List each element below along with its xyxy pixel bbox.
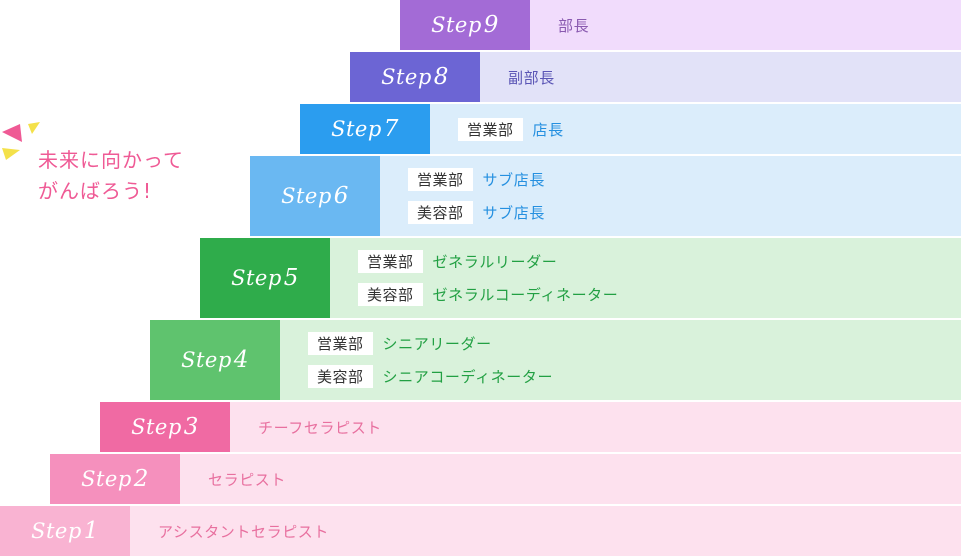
step-3-number: 3 [183, 414, 199, 440]
step-6-title-2: サブ店長 [482, 204, 545, 222]
step-6-line-2: 美容部 サブ店長 [408, 201, 961, 224]
step-7-number: 7 [383, 116, 399, 142]
step-6-band: 営業部 サブ店長 美容部 サブ店長 [380, 156, 961, 236]
step-7-label: Step [331, 117, 382, 141]
callout-line-1: 未来に向かって [38, 148, 184, 172]
step-9-title-1: 部長 [558, 16, 590, 35]
step-6-dept-tag-2: 美容部 [408, 201, 473, 224]
step-1-label: Step [31, 519, 82, 543]
step-9-label: Step [431, 13, 482, 37]
step-3-label: Step [131, 415, 182, 439]
step-6-label: Step [281, 184, 332, 208]
step-5-dept-tag-1: 営業部 [358, 250, 423, 273]
step-8-number: 8 [433, 64, 449, 90]
step-3-band: チーフセラピスト [230, 402, 961, 452]
step-7-title-1: 店長 [532, 120, 564, 139]
step-6-line-1: 営業部 サブ店長 [408, 168, 961, 191]
step-4-line-1: 営業部 シニアリーダー [308, 332, 961, 355]
step-5-label: Step [231, 266, 282, 290]
motivation-callout: 未来に向かって がんばろう! [38, 145, 184, 207]
step-5-line-1: 営業部 ゼネラルリーダー [358, 250, 961, 273]
step-6-dept-tag-1: 営業部 [408, 168, 473, 191]
step-9-line-1: 部長 [558, 15, 961, 36]
step-3-title-1: チーフセラピスト [258, 418, 382, 437]
step-1-title-1: アシスタントセラピスト [158, 522, 330, 541]
step-4-title-1: シニアリーダー [382, 335, 492, 353]
step-8-band: 副部長 [480, 52, 961, 102]
step-1-line-1: アシスタントセラピスト [158, 521, 961, 542]
step-5-line-2: 美容部 ゼネラルコーディネーター [358, 283, 961, 306]
step-4-line-2: 美容部 シニアコーディネーター [308, 365, 961, 388]
step-8-label: Step [381, 65, 432, 89]
step-5-title-1: ゼネラルリーダー [432, 253, 558, 271]
step-2-band: セラピスト [180, 454, 961, 504]
step-5-band: 営業部 ゼネラルリーダー 美容部 ゼネラルコーディネーター [330, 238, 961, 318]
step-7-dept-tag-1: 営業部 [458, 117, 523, 141]
sparkle-decoration-icon [2, 122, 40, 160]
step-5-number: 5 [283, 265, 299, 291]
step-5-title-2: ゼネラルコーディネーター [432, 286, 619, 304]
step-3-line-1: チーフセラピスト [258, 417, 961, 438]
step-7-line-1: 営業部 店長 [458, 117, 961, 141]
step-4-band: 営業部 シニアリーダー 美容部 シニアコーディネーター [280, 320, 961, 400]
step-1-number: 1 [83, 518, 99, 544]
callout-line-2: がんばろう! [38, 179, 153, 203]
step-9-band: 部長 [530, 0, 961, 50]
step-4-dept-tag-2: 美容部 [308, 365, 373, 388]
step-2-label: Step [81, 467, 132, 491]
step-7-band: 営業部 店長 [430, 104, 961, 154]
step-6-title-1: サブ店長 [482, 171, 545, 189]
step-4-dept-tag-1: 営業部 [308, 332, 373, 355]
step-1-band: アシスタントセラピスト [130, 506, 961, 556]
step-4-number: 4 [233, 347, 249, 373]
step-6-number: 6 [333, 183, 349, 209]
step-4-title-2: シニアコーディネーター [382, 368, 554, 386]
step-2-number: 2 [133, 466, 149, 492]
step-2-title-1: セラピスト [208, 470, 287, 489]
step-9-number: 9 [483, 12, 499, 38]
step-2-line-1: セラピスト [208, 469, 961, 490]
step-5-dept-tag-2: 美容部 [358, 283, 423, 306]
step-8-title-1: 副部長 [508, 68, 555, 87]
step-8-line-1: 副部長 [508, 67, 961, 88]
step-4-label: Step [181, 348, 232, 372]
